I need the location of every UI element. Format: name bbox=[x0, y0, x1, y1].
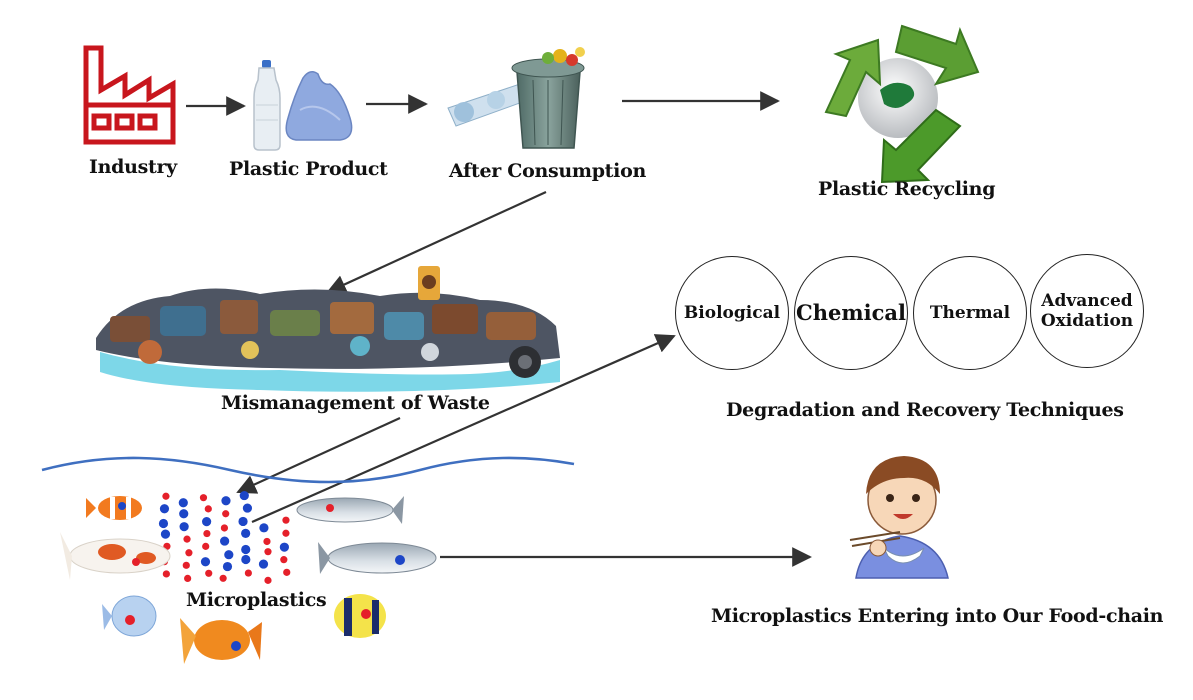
microplastic-particle bbox=[264, 548, 272, 556]
technique-chemical: Chemical bbox=[794, 256, 908, 370]
trash-can-icon bbox=[447, 47, 585, 149]
waste-pile-icon bbox=[96, 266, 560, 392]
microplastic-particle bbox=[258, 559, 269, 569]
microplastic-particle bbox=[202, 542, 210, 550]
microplastic-particle bbox=[282, 529, 290, 537]
microplastic-particle bbox=[179, 509, 189, 519]
microplastic-particle bbox=[238, 516, 248, 527]
microplastic-particle bbox=[200, 557, 211, 567]
microplastic-particle bbox=[283, 568, 291, 576]
microplastic-particle bbox=[241, 528, 251, 538]
microplastic-particle bbox=[203, 529, 211, 538]
microplastic-particle bbox=[185, 549, 193, 557]
microplastic-particle bbox=[242, 503, 253, 513]
technique-advanced-oxidation: Advanced Oxidation bbox=[1030, 254, 1144, 368]
label-degradation-techniques: Degradation and Recovery Techniques bbox=[726, 399, 1124, 421]
microplastic-particle bbox=[282, 516, 290, 524]
microplastic-particle bbox=[160, 529, 171, 539]
factory-icon bbox=[83, 45, 176, 145]
microplastic-particle bbox=[222, 510, 230, 518]
microplastic-particle bbox=[202, 517, 212, 527]
microplastic-particle bbox=[244, 569, 252, 577]
technique-biological: Biological bbox=[675, 256, 789, 370]
microplastic-particle bbox=[279, 542, 289, 552]
microplastic-particle bbox=[220, 524, 229, 532]
recycle-icon bbox=[824, 24, 980, 184]
technique-chemical-label: Chemical bbox=[796, 300, 906, 326]
label-mismanagement-of-waste: Mismanagement of Waste bbox=[221, 392, 490, 414]
label-after-consumption: After Consumption bbox=[449, 160, 646, 182]
bottle-icon bbox=[253, 60, 281, 151]
label-food-chain: Microplastics Entering into Our Food-cha… bbox=[711, 605, 1164, 627]
label-plastic-product: Plastic Product bbox=[229, 158, 388, 180]
water-surface-line bbox=[41, 456, 575, 484]
microplastic-particle bbox=[264, 576, 272, 584]
microplastic-particle bbox=[224, 550, 234, 560]
technique-advanced-line2: Oxidation bbox=[1040, 311, 1134, 331]
microplastic-particle bbox=[205, 569, 213, 577]
technique-biological-label: Biological bbox=[683, 302, 781, 323]
technique-thermal-label: Thermal bbox=[929, 302, 1011, 323]
microplastic-particles bbox=[158, 490, 291, 584]
microplastic-particle bbox=[259, 523, 269, 533]
microplastic-particle bbox=[199, 494, 208, 502]
microplastic-particle bbox=[179, 522, 189, 532]
microplastic-particle bbox=[158, 518, 169, 529]
plastic-bag-icon bbox=[285, 71, 353, 141]
microplastic-particle bbox=[184, 574, 192, 583]
microplastic-particle bbox=[280, 556, 288, 564]
arrow-consumption-to-waste bbox=[326, 191, 547, 294]
microplastic-particle bbox=[219, 574, 227, 582]
arrow-microplastics-to-degradation bbox=[251, 334, 676, 524]
microplastic-particle bbox=[220, 536, 230, 546]
label-microplastics: Microplastics bbox=[186, 589, 327, 611]
microplastic-particle bbox=[263, 537, 271, 546]
microplastic-particle bbox=[162, 570, 170, 578]
microplastic-particle bbox=[221, 496, 231, 506]
microplastic-particle bbox=[178, 498, 188, 508]
microplastic-particle bbox=[241, 544, 251, 555]
technique-advanced-oxidation-label: Advanced Oxidation bbox=[1041, 291, 1133, 332]
microplastic-particle bbox=[162, 492, 170, 500]
microplastic-particle bbox=[241, 554, 251, 565]
microplastic-particle bbox=[183, 535, 191, 543]
label-plastic-recycling: Plastic Recycling bbox=[818, 178, 996, 200]
fish-icon bbox=[60, 496, 437, 664]
microplastic-particle bbox=[159, 504, 170, 514]
label-industry: Industry bbox=[89, 156, 177, 178]
microplastic-particle bbox=[222, 561, 233, 572]
technique-advanced-line1: Advanced bbox=[1041, 290, 1133, 311]
technique-thermal: Thermal bbox=[913, 256, 1027, 370]
flow-arrows bbox=[186, 91, 812, 567]
microplastic-particle bbox=[239, 490, 249, 501]
microplastic-particle bbox=[182, 561, 190, 569]
person-eating-icon bbox=[849, 456, 949, 579]
microplastic-particle bbox=[204, 505, 212, 513]
arrow-waste-to-microplastics bbox=[236, 416, 401, 494]
